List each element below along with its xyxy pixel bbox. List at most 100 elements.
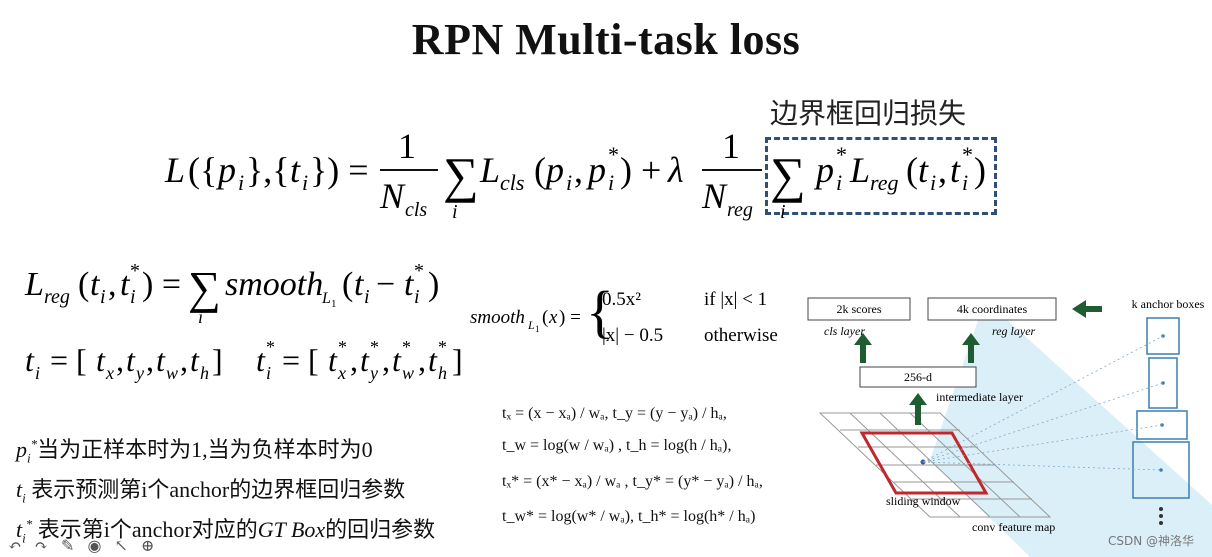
smooth-l1-definition: smooth L 1 (x) = { 0.5x² if |x| < 1 |x| … [470,279,778,346]
svg-text:t: t [918,150,929,190]
svg-text:x: x [548,307,558,328]
reg-term-highlight-box [765,137,997,215]
slide-title: RPN Multi-task loss [411,15,801,64]
svg-text:1: 1 [331,298,337,310]
arrow-up-reg [962,333,980,363]
svg-text:,: , [350,342,358,378]
smooth-case1-expr: 0.5x² [602,289,641,310]
svg-text:i: i [930,170,936,195]
svg-text:t: t [25,342,35,378]
svg-text:) +: ) + [620,150,661,190]
svg-text:cls: cls [500,170,524,195]
conv-map-label: conv feature map [972,520,1055,534]
sliding-window-box [859,431,989,495]
svg-text:*: * [608,142,619,167]
svg-text:t: t [428,342,438,378]
svg-text:i: i [452,201,458,223]
svg-text:{: { [586,279,614,344]
lreg-formula: L reg ( t i , t i * ) = ∑ i smooth L 1 (… [24,260,439,325]
svg-text:t: t [96,342,106,378]
coords-box [927,297,1057,321]
note-t-star-text-b: 的回归参数 [325,517,436,542]
svg-text:1: 1 [398,126,416,166]
svg-text:*: * [130,260,140,282]
svg-text:) =: ) = [559,307,581,328]
anchor-boxes [1132,317,1190,499]
svg-text:p: p [215,150,236,190]
conv-feature-map-grid [818,412,1052,518]
svg-text:*: * [266,337,275,357]
svg-text:,: , [382,342,390,378]
smooth-case2-cond: otherwise [704,325,778,346]
svg-text:1: 1 [722,126,740,166]
svg-text:*: * [370,337,379,357]
svg-text:i: i [198,307,203,325]
svg-text:h: h [200,363,209,383]
svg-text:L: L [527,318,535,332]
svg-text:p: p [813,150,834,190]
svg-text:(: ( [542,307,548,328]
svg-text:t: t [256,342,266,378]
svg-text:,: , [116,342,124,378]
svg-text:t: t [120,266,131,303]
svg-text:*: * [836,142,847,167]
svg-text:}) =: }) = [310,150,369,190]
svg-text:t: t [392,342,402,378]
svg-text:},{: },{ [246,150,290,190]
reg-layer-label: reg layer [992,324,1036,338]
svg-text:reg: reg [727,199,753,221]
intermediate-box [859,366,977,388]
svg-text:(: ( [906,150,918,190]
smooth-case2-expr: |x| − 0.5 [602,325,663,346]
svg-text:y: y [134,363,144,383]
note-gt-box: GT Box [257,517,326,542]
svg-text:(: ( [342,266,353,303]
svg-text:1: 1 [535,324,540,334]
svg-text:w: w [166,363,178,383]
svg-text:): ) [428,266,439,303]
svg-text:w: w [402,363,414,383]
note-t-star: ti* 表示第i个anchor对应的GT Box的回归参数 [16,516,436,546]
svg-text:λ: λ [667,150,684,190]
svg-text:i: i [238,170,244,195]
presentation-toolbar[interactable]: ↶ ↷ ✎ ◉ ↖ ⊕ [8,536,159,555]
svg-text:∑: ∑ [188,262,221,313]
coords-label: 4k coordinates [957,302,1028,316]
ellipsis-dots [1159,507,1163,525]
svg-text:i: i [302,170,308,195]
svg-text:i: i [100,286,106,308]
svg-text:({: ({ [188,150,217,190]
anchor-boxes-label: k anchor boxes [1132,297,1205,311]
intermediate-label: 256-d [904,370,932,384]
svg-text:*: * [338,337,347,357]
smooth-lhs: smooth [470,307,525,328]
note-p-star-text: 当为正样本时为1,当为负样本时为0 [37,437,373,462]
intermediate-layer-label: intermediate layer [936,390,1023,404]
svg-text:p: p [543,150,564,190]
svg-text:t: t [360,342,370,378]
svg-text:]: ] [452,342,463,378]
svg-text:smooth: smooth [225,266,323,303]
svg-text:N: N [701,176,728,216]
svg-text:i: i [35,363,40,383]
svg-text:reg: reg [44,286,70,308]
svg-text:(: ( [534,150,546,190]
svg-text:t: t [354,266,365,303]
svg-text:i: i [962,170,968,195]
svg-text:*: * [438,337,447,357]
svg-text:): ) [974,150,986,190]
arrow-up-intermediate [909,393,927,425]
param-eq-4: t_w* = log(w* / wₐ), t_h* = log(h* / hₐ) [502,508,756,525]
svg-text:i: i [266,363,271,383]
svg-text:L: L [849,150,870,190]
svg-text:t: t [404,266,415,303]
smooth-case1-cond: if |x| < 1 [704,289,767,310]
svg-text:x: x [105,363,114,383]
svg-text:]: ] [212,342,223,378]
rpn-diagram: 2k scores 4k coordinates cls layer reg l… [807,297,1212,557]
svg-text:,: , [938,150,947,190]
svg-text:,: , [180,342,188,378]
svg-text:*: * [962,142,973,167]
svg-text:i: i [364,286,370,308]
